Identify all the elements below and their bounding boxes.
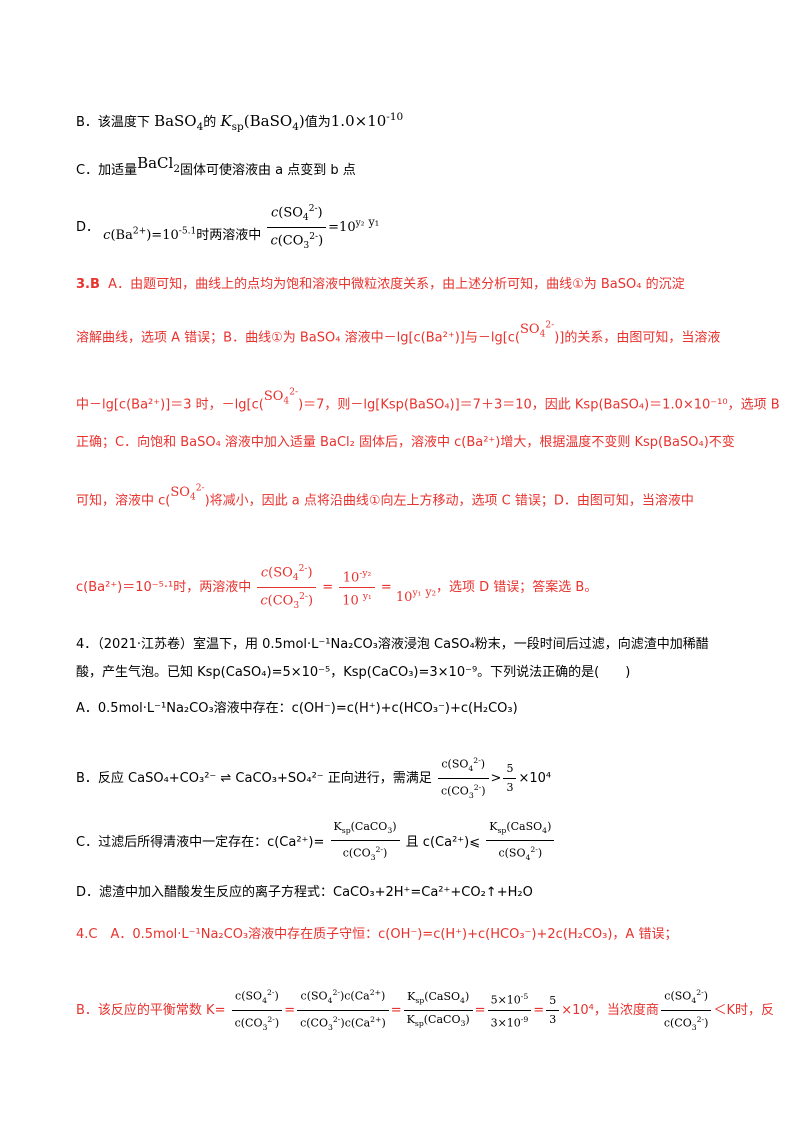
- answer3-result: 10y₁ y₂: [395, 585, 436, 605]
- q4-option-c-text2: 且 c(Ca²⁺)⩽: [405, 835, 481, 851]
- answer3-line6: c(Ba²⁺)＝10⁻⁵·¹时，两溶液中 c(SO42-) c(CO32-) =…: [76, 560, 740, 615]
- q4-option-b-text: B．反应 CaSO₄+CO₃²⁻ ⇌ CaCO₃+SO₄²⁻ 正向进行，需满足: [76, 770, 432, 786]
- answer4-text-b2: ×10⁴，当浓度商: [561, 1002, 659, 1018]
- question4-line2: 酸，产生气泡。已知 Ksp(CaSO₄)=5×10⁻⁵，Ksp(CaCO₃)=3…: [76, 664, 740, 682]
- question4-line1: 4．（2021·江苏卷）室温下，用 0.5mol·L⁻¹Na₂CO₃溶液浸泡 C…: [76, 636, 740, 654]
- option-d-mid: 时两溶液中: [196, 227, 262, 243]
- option-d-label: D．: [76, 219, 100, 235]
- answer3-text5a: 可知，溶液中 c(: [76, 493, 171, 509]
- option-c-text: 固体可使溶液由 a 点变到 b 点: [180, 163, 356, 178]
- answer3-tag: 3.B: [76, 277, 100, 292]
- answer3-text2a: 溶解曲线，选项 A 错误；B．曲线①为 BaSO₄ 溶液中－lg[c(Ba²⁺)…: [76, 330, 520, 346]
- answer3-line1: 3.B A．由题可知，曲线上的点均为饱和溶液中微粒浓度关系，由上述分析可知，曲线…: [76, 276, 740, 294]
- answer3-text6a: c(Ba²⁺)＝10⁻⁵·¹时，两溶液中: [76, 579, 252, 595]
- so4-ion: SO42-: [520, 321, 555, 340]
- so4-ion-2: SO42-: [263, 388, 299, 407]
- question4-stem1: 4．（2021·江苏卷）室温下，用 0.5mol·L⁻¹Na₂CO₃溶液浸泡 C…: [76, 637, 709, 652]
- option-b-mid: 的: [203, 115, 217, 130]
- q4-option-c-frac1: Ksp(CaCO3) c(CO32-): [330, 818, 400, 867]
- ksp-value: 1.0×10-10: [330, 111, 404, 130]
- answer3-text4: 正确；C．向饱和 BaSO₄ 溶液中加入适量 BaCl₂ 固体后，溶液中 c(B…: [76, 435, 735, 450]
- baso4-formula: BaSO4: [154, 112, 204, 133]
- question4-option-b: B．反应 CaSO₄+CO₃²⁻ ⇌ CaCO₃+SO₄²⁻ 正向进行，需满足 …: [76, 752, 740, 805]
- answer4-text-b3: ＜K时，反: [713, 1002, 774, 1018]
- q4-option-a-text: A．0.5mol·L⁻¹Na₂CO₃溶液中存在：c(OH⁻)=c(H⁺)+c(H…: [76, 701, 518, 716]
- answer3-text3b: )＝7，则－lg[Ksp(BaSO₄)]＝7＋3＝10，因此 Ksp(BaSO₄…: [298, 397, 780, 413]
- answer3-text6b: ，选项 D 错误；答案选 B。: [436, 579, 598, 595]
- answer3-line4: 正确；C．向饱和 BaSO₄ 溶液中加入适量 BaCl₂ 固体后，溶液中 c(B…: [76, 434, 740, 452]
- answer4-frac3: Ksp(CaSO4)Ksp(CaCO3): [403, 988, 473, 1033]
- answer3-line5: 可知，溶液中 c(SO42-)将减小，因此 a 点将沿曲线①向左上方移动，选项 …: [76, 484, 740, 515]
- answer3-text3a: 中－lg[c(Ba²⁺)]＝3 时，－lg[c(: [76, 397, 264, 413]
- bacl2-formula: BaCl2: [137, 154, 181, 175]
- answer3-fraction-2: 10-y₂ 10 y₁: [339, 565, 375, 611]
- answer3-line2: 溶解曲线，选项 A 错误；B．曲线①为 BaSO₄ 溶液中－lg[c(Ba²⁺)…: [76, 321, 740, 352]
- q4-option-c-frac2: Ksp(CaSO4) c(SO42-): [486, 818, 555, 867]
- answer3-text1: A．由题可知，曲线上的点均为饱和溶液中微粒浓度关系，由上述分析可知，曲线①为 B…: [108, 277, 685, 292]
- q4-option-d-text: D．滤渣中加入醋酸发生反应的离子方程式：CaCO₃+2H⁺=Ca²⁺+CO₂↑+…: [76, 885, 533, 900]
- question4-option-c: C．过滤后所得清液中一定存在：c(Ca²⁺)= Ksp(CaCO3) c(CO3…: [76, 818, 740, 867]
- answer3-fraction: c(SO42-) c(CO32-): [257, 560, 317, 615]
- ba-condition: c(Ba2+)=10-5.1: [103, 226, 197, 243]
- option-b-label: B．该温度下: [76, 115, 150, 130]
- option-c: C．加适量BaCl2固体可使溶液由 a 点变到 b 点: [76, 154, 740, 184]
- answer4-line2: B．该反应的平衡常数 K= c(SO42-)c(CO32-)=c(SO42-)c…: [76, 984, 774, 1037]
- so4-ion-3: SO42-: [170, 484, 205, 503]
- answer4-text-b1: B．该反应的平衡常数 K=: [76, 1002, 226, 1018]
- answer4-frac1: c(SO42-)c(CO32-): [231, 984, 283, 1037]
- answer4-text-a: 4.C A．0.5mol·L⁻¹Na₂CO₃溶液中存在质子守恒：c(OH⁻)=c…: [76, 927, 678, 942]
- answer4-line1: 4.C A．0.5mol·L⁻¹Na₂CO₃溶液中存在质子守恒：c(OH⁻)=c…: [76, 926, 740, 944]
- option-b: B．该温度下 BaSO4的 Ksp(BaSO4)值为1.0×10-10: [76, 108, 740, 136]
- answer4-frac2: c(SO42-)c(Ca2+)c(CO32-)c(Ca2+): [297, 984, 389, 1037]
- option-c-label: C．加适量: [76, 163, 138, 178]
- answer4-frac6: c(SO42-)c(CO32-): [660, 984, 712, 1037]
- question4-option-a: A．0.5mol·L⁻¹Na₂CO₃溶液中存在：c(OH⁻)=c(H⁺)+c(H…: [76, 700, 740, 718]
- ksp-expression: Ksp(BaSO4): [220, 112, 305, 133]
- question4-stem2: 酸，产生气泡。已知 Ksp(CaSO₄)=5×10⁻⁵，Ksp(CaCO₃)=3…: [76, 665, 631, 680]
- q4-option-b-fraction: c(SO42-) c(CO32-): [437, 752, 489, 805]
- concentration-fraction: c(SO42-) c(CO32-): [267, 200, 327, 255]
- q4-option-b-end: ×10⁴: [518, 770, 552, 786]
- answer3-text5b: )将减小，因此 a 点将沿曲线①向左上方移动，选项 C 错误；D．由图可知，当溶…: [204, 493, 694, 509]
- option-b-end: 值为: [304, 115, 331, 130]
- answer3-line3: 中－lg[c(Ba²⁺)]＝3 时，－lg[c(SO42-)＝7，则－lg[Ks…: [76, 388, 780, 419]
- question4-option-d: D．滤渣中加入醋酸发生反应的离子方程式：CaCO₃+2H⁺=Ca²⁺+CO₂↑+…: [76, 884, 740, 902]
- option-d: D． c(Ba2+)=10-5.1时两溶液中 c(SO42-) c(CO32-)…: [76, 200, 740, 255]
- answer3-text2b: )]的关系，由图可知，当溶液: [554, 330, 721, 346]
- q4-option-c-text1: C．过滤后所得清液中一定存在：c(Ca²⁺)=: [76, 835, 325, 851]
- option-d-result: =10y₂ y₁: [328, 215, 380, 235]
